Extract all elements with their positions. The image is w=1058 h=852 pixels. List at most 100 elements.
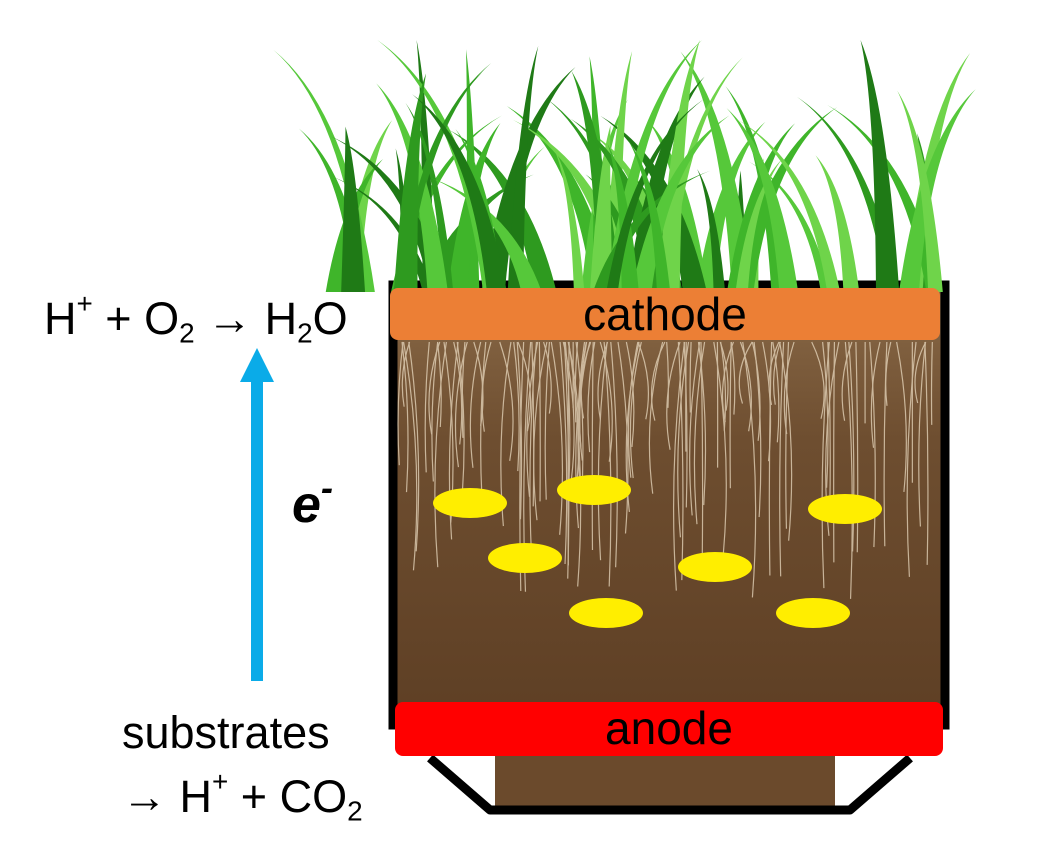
root-strand [562, 341, 575, 480]
bacteria-icon [557, 475, 631, 505]
grass-blade [448, 129, 557, 292]
root-strand [533, 341, 548, 521]
root-strand [918, 341, 927, 527]
grass-blade [325, 158, 384, 292]
root-strand [768, 341, 773, 576]
root-strand [473, 341, 484, 426]
root-strand [559, 341, 568, 565]
root-strand [720, 341, 727, 431]
grass-blade [273, 49, 375, 292]
grass-blade [405, 102, 454, 292]
root-strand [424, 341, 430, 473]
root-strand [848, 341, 855, 552]
root-strand [785, 341, 790, 529]
root-strand [610, 341, 618, 568]
root-strand [906, 341, 917, 577]
anode-electrode [395, 702, 943, 756]
root-strand [730, 341, 736, 415]
anode-reaction-line2: → H+ + CO2 [122, 766, 363, 827]
grass-blade [899, 89, 976, 292]
grass-blade [376, 83, 448, 292]
grass-blade [589, 125, 613, 292]
grass-blade [394, 73, 427, 293]
grass-blade [553, 148, 585, 292]
grass-blade [726, 108, 799, 292]
root-strand [844, 341, 853, 599]
root-strand [526, 341, 539, 497]
root-strand [599, 341, 613, 462]
grass-blade [815, 155, 860, 292]
bacteria-icon [678, 552, 752, 582]
root-strand [672, 341, 686, 591]
root-strand [753, 341, 762, 518]
grass-blade [412, 94, 507, 292]
electron-label: e- [292, 467, 334, 534]
grass-blade [738, 120, 841, 292]
grass-blade [748, 161, 831, 292]
root-strand [531, 341, 535, 507]
anode-label: anode [605, 702, 733, 754]
root-strand [648, 341, 664, 494]
root-strand [513, 341, 520, 472]
root-strand [896, 341, 907, 493]
root-strand [516, 341, 523, 520]
root-strand [603, 341, 612, 587]
root-strand [434, 341, 447, 568]
root-strand [779, 341, 785, 577]
root-strand [550, 341, 564, 535]
root-strand [924, 341, 929, 565]
root-strand [567, 341, 580, 489]
root-strand [587, 341, 596, 453]
grass-blade [341, 126, 366, 292]
anode-reaction-line1: substrates [122, 707, 330, 758]
root-strand [869, 341, 876, 548]
root-strand [772, 341, 781, 405]
bacteria-icon [808, 494, 882, 524]
root-strand [666, 341, 681, 450]
bacteria-icon [569, 598, 643, 628]
root-strand [783, 341, 795, 435]
root-strand [855, 341, 859, 553]
root-strand [517, 341, 532, 432]
grass-blade [725, 86, 787, 292]
root-strand [697, 341, 707, 506]
root-strand [689, 341, 692, 413]
cathode-reaction: H+ + O2 → H2O [44, 288, 348, 349]
root-strand [579, 341, 591, 461]
root-strand [402, 341, 418, 571]
root-strand [461, 341, 466, 438]
cathode-label: cathode [583, 288, 747, 340]
root-strand [627, 341, 639, 478]
root-strand [499, 341, 514, 461]
root-strand [408, 341, 420, 552]
root-strand [397, 341, 404, 466]
root-strand [625, 341, 635, 448]
root-strand [431, 341, 439, 482]
bacteria-icon [488, 543, 562, 573]
grass-blade [581, 99, 628, 292]
grass-blade [331, 176, 434, 292]
grass-blade [680, 51, 754, 292]
root-strand [538, 341, 541, 502]
root-strand [677, 341, 684, 581]
root-strand [629, 341, 642, 479]
root-strand [677, 341, 690, 538]
root-strand [563, 341, 570, 579]
root-strand [738, 341, 753, 404]
bacteria-icon [433, 488, 507, 518]
grass-blade [606, 98, 705, 293]
root-strand [751, 341, 761, 441]
root-strand [779, 341, 793, 541]
grass-blade [733, 107, 838, 292]
bacteria-group [433, 475, 882, 628]
grass-icon [273, 40, 976, 293]
grass-blade [860, 40, 900, 292]
root-strand [729, 341, 732, 489]
root-strand [428, 341, 441, 435]
root-strand [456, 341, 465, 493]
root-strand [401, 341, 411, 407]
root-strand [401, 341, 409, 493]
grass-blade [627, 140, 671, 292]
root-strand [742, 341, 757, 598]
